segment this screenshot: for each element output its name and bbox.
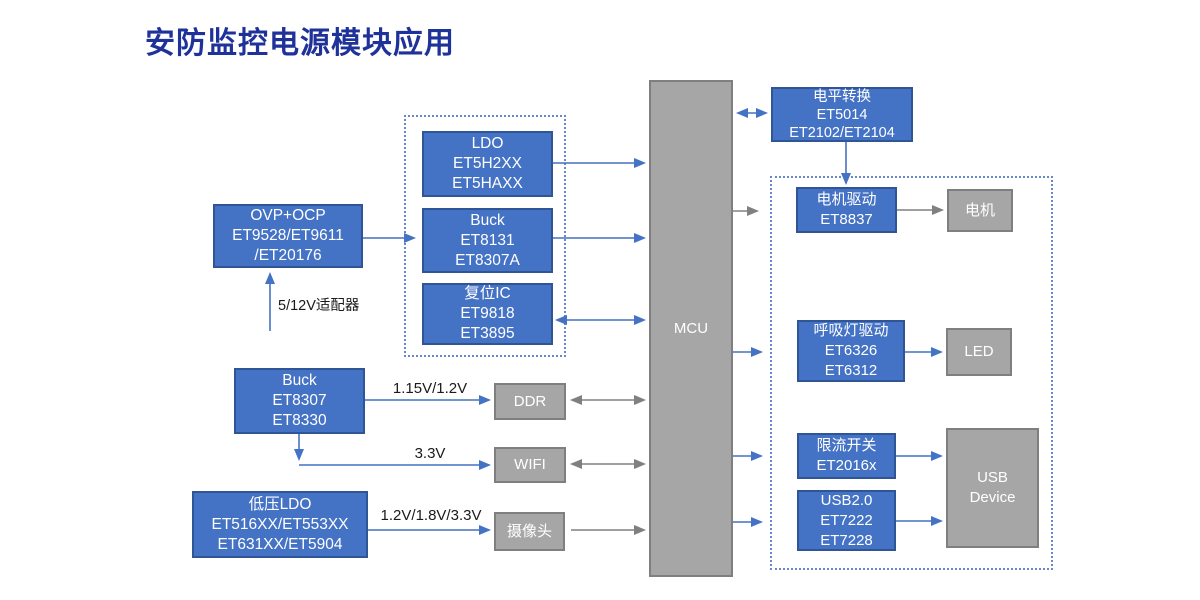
node-motor: 电机 xyxy=(947,189,1013,232)
node-level-shift: 电平转换 ET5014 ET2102/ET2104 xyxy=(771,87,913,142)
label-voltage-camera: 1.2V/1.8V/3.3V xyxy=(380,507,482,524)
node-camera: 摄像头 xyxy=(494,512,565,551)
node-reset-ic: 复位IC ET9818 ET3895 xyxy=(422,283,553,345)
node-ldo: LDO ET5H2XX ET5HAXX xyxy=(422,131,553,197)
node-led: LED xyxy=(946,328,1012,376)
node-wifi: WIFI xyxy=(494,447,566,483)
node-breathing-led-drive: 呼吸灯驱动 ET6326 ET6312 xyxy=(797,320,905,382)
node-motor-drive: 电机驱动 ET8837 xyxy=(796,187,897,233)
node-buck-et8307: Buck ET8307 ET8330 xyxy=(234,368,365,434)
node-current-limit-switch: 限流开关 ET2016x xyxy=(797,433,896,479)
node-low-voltage-ldo: 低压LDO ET516XX/ET553XX ET631XX/ET5904 xyxy=(192,491,368,558)
label-voltage-wifi: 3.3V xyxy=(414,445,446,462)
node-ddr: DDR xyxy=(494,383,566,420)
node-mcu: MCU xyxy=(649,80,733,577)
node-buck-et8131: Buck ET8131 ET8307A xyxy=(422,208,553,273)
node-usb-device: USB Device xyxy=(946,428,1039,548)
node-ovp-ocp: OVP+OCP ET9528/ET9611 /ET20176 xyxy=(213,204,363,268)
label-voltage-ddr: 1.15V/1.2V xyxy=(392,380,468,397)
node-usb2: USB2.0 ET7222 ET7228 xyxy=(797,490,896,551)
page-title: 安防监控电源模块应用 xyxy=(145,27,455,60)
label-adapter-input: 5/12V适配器 xyxy=(278,298,360,314)
peripheral-group-frame xyxy=(770,176,1053,570)
